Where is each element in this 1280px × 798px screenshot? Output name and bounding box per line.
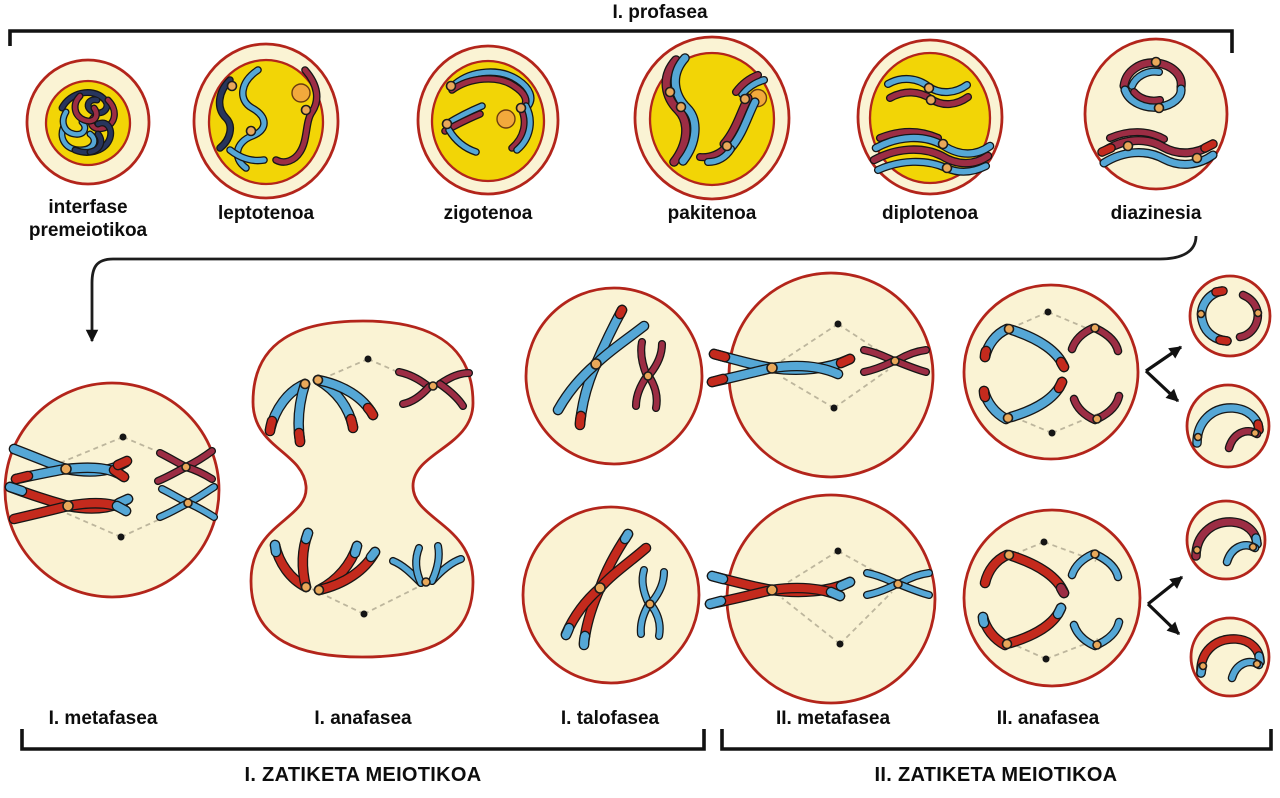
label-telophase1: I. talofasea bbox=[561, 708, 660, 729]
cell-membrane bbox=[524, 286, 704, 466]
label-leptotenoa: leptotenoa bbox=[218, 203, 314, 224]
bivalent-large-red bbox=[4, 481, 134, 525]
bivalents bbox=[869, 75, 995, 176]
daughter-cell-1 bbox=[1188, 274, 1272, 358]
chromatids bbox=[978, 323, 1124, 425]
spindle bbox=[49, 433, 183, 541]
arrow-icon bbox=[1147, 575, 1183, 606]
cell-telophase1-bottom bbox=[521, 505, 701, 685]
chromosome-threads bbox=[215, 66, 321, 172]
cell-interfase-premeiotikoa bbox=[25, 58, 151, 186]
label-anaphase2: II. anafasea bbox=[997, 708, 1100, 729]
chromosome-large-blue bbox=[552, 304, 650, 431]
label-metaphase1: I. metafasea bbox=[49, 708, 158, 729]
cell-membrane bbox=[3, 381, 221, 599]
cell-anaphase1 bbox=[249, 319, 475, 659]
split-arrows-bottom bbox=[1146, 575, 1183, 636]
chromosome-large-red bbox=[704, 570, 856, 610]
cell-anaphase2-bottom bbox=[962, 508, 1142, 688]
label-diazinesia: diazinesia bbox=[1111, 203, 1202, 224]
cell-membrane bbox=[1189, 616, 1271, 698]
chromatin-tangle bbox=[58, 89, 118, 156]
cell-leptotenoa bbox=[192, 42, 340, 200]
division1-bracket bbox=[20, 729, 706, 751]
arrow-icon bbox=[1145, 345, 1183, 373]
transition-arrow bbox=[85, 235, 1198, 343]
chromosome-small-blue bbox=[862, 568, 934, 600]
cell-membrane bbox=[249, 319, 475, 659]
chromosome-large-blue bbox=[706, 348, 856, 388]
cell-diazinesia bbox=[1083, 37, 1229, 191]
nucleolus bbox=[291, 83, 311, 103]
daughter-cell-2 bbox=[1185, 383, 1271, 469]
label-pakitenoa: pakitenoa bbox=[668, 203, 757, 224]
condensed-bivalents bbox=[1097, 56, 1218, 169]
chromosome-small-maroon bbox=[631, 337, 667, 413]
cell-zigotenoa bbox=[416, 44, 560, 196]
cell-membrane bbox=[725, 493, 937, 705]
thick-bivalents bbox=[661, 53, 769, 167]
division1-label: I. ZATIKETA MEIOTIKOA bbox=[244, 764, 481, 786]
prophase1-label: I. profasea bbox=[612, 2, 707, 23]
bivalent-small-blue bbox=[155, 482, 219, 522]
label-interfase-line2: premeiotikoa bbox=[29, 220, 148, 241]
chromosome-small-blue bbox=[636, 565, 669, 641]
division2-label: II. ZATIKETA MEIOTIKOA bbox=[875, 764, 1118, 786]
cell-anaphase2-top bbox=[962, 283, 1140, 461]
arrow-icon bbox=[1144, 369, 1180, 403]
label-zigotenoa: zigotenoa bbox=[444, 203, 533, 224]
cell-telophase1-top bbox=[524, 286, 704, 466]
pairing-chromosomes bbox=[441, 68, 535, 156]
bivalent-small-maroon bbox=[153, 446, 217, 486]
cell-membrane bbox=[962, 508, 1142, 688]
chromosomes-top-large-blue bbox=[264, 374, 379, 448]
daughter-cell-3 bbox=[1185, 499, 1267, 581]
cell-membrane bbox=[521, 505, 701, 685]
bivalent-large-blue bbox=[8, 443, 133, 485]
cell-pakitenoa bbox=[633, 35, 791, 201]
spindle bbox=[781, 547, 893, 648]
split-arrows-top bbox=[1144, 345, 1183, 403]
label-diplotenoa: diplotenoa bbox=[882, 203, 978, 224]
division2-bracket bbox=[720, 729, 1273, 751]
daughter-cell-4 bbox=[1189, 616, 1271, 698]
cell-metaphase1 bbox=[3, 381, 221, 599]
arrow-icon bbox=[1146, 602, 1181, 636]
cell-diplotenoa bbox=[856, 38, 1004, 196]
prophase1-bracket bbox=[8, 29, 1234, 53]
chromatids bbox=[977, 549, 1124, 651]
label-interfase-line1: interfase bbox=[48, 197, 127, 218]
label-anaphase1: I. anafasea bbox=[314, 708, 412, 729]
chromosome-small-maroon bbox=[859, 345, 931, 377]
chromosome-large-red bbox=[560, 528, 652, 651]
cell-metaphase2-top bbox=[706, 271, 935, 479]
nucleolus bbox=[496, 109, 516, 129]
chromosomes-bottom-small-blue bbox=[388, 541, 466, 588]
chromosomes-top-small-maroon bbox=[394, 367, 474, 411]
chromosomes-bottom-large-red bbox=[269, 527, 381, 596]
cell-membrane bbox=[1185, 383, 1271, 469]
cell-metaphase2-bottom bbox=[704, 493, 937, 705]
label-metaphase2: II. metafasea bbox=[776, 708, 890, 729]
